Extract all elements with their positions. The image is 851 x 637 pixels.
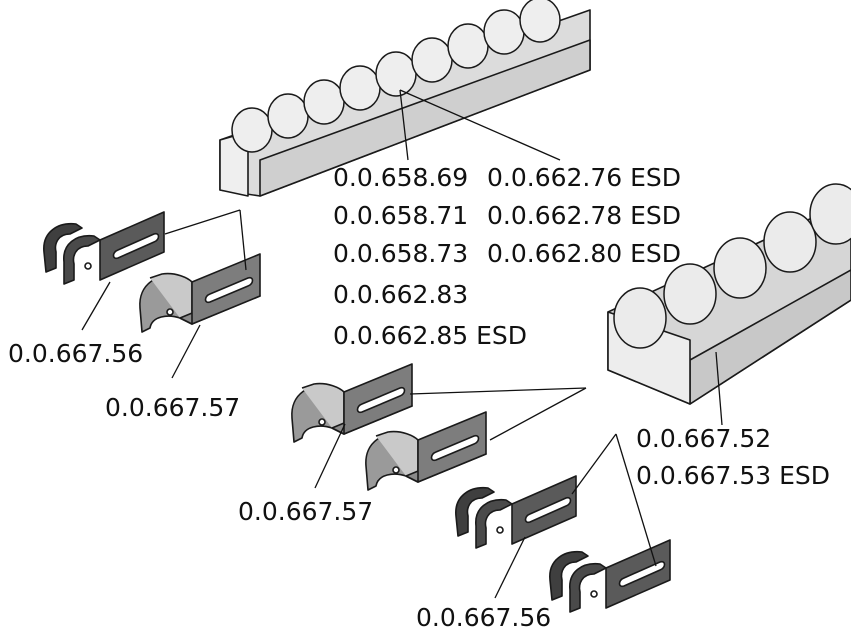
- label-bracket-light-left: 0.0.667.57: [105, 393, 240, 422]
- bracket-light-center-1: [291, 363, 413, 443]
- label-rail-top-esd-2: 0.0.662.78 ESD: [487, 201, 681, 230]
- roller-rail-right: [607, 183, 851, 405]
- label-rail-right-1: 0.0.667.52: [636, 424, 771, 453]
- label-rail-right-2: 0.0.667.53 ESD: [636, 461, 830, 490]
- leader-lines: [81, 89, 723, 599]
- bracket-light-center-2: [365, 411, 487, 491]
- label-rail-top-3: 0.0.658.73: [333, 239, 468, 268]
- label-rail-top-esd-1: 0.0.662.76 ESD: [487, 163, 681, 192]
- label-bracket-light-center: 0.0.667.57: [238, 497, 373, 526]
- labels-rail-top-col1: 0.0.658.69 0.0.658.71 0.0.658.73 0.0.662…: [333, 163, 527, 350]
- label-bracket-dark-bottom: 0.0.667.56: [416, 603, 551, 632]
- labels-rail-top-col2: 0.0.662.76 ESD 0.0.662.78 ESD 0.0.662.80…: [487, 163, 681, 268]
- label-rail-top-1: 0.0.658.69: [333, 163, 468, 192]
- roller-rail-top: [219, 0, 591, 197]
- label-rail-top-4: 0.0.662.83: [333, 280, 468, 309]
- bracket-dark-bottom-1: [455, 475, 577, 549]
- label-rail-top-5: 0.0.662.85 ESD: [333, 321, 527, 350]
- label-rail-top-esd-3: 0.0.662.80 ESD: [487, 239, 681, 268]
- label-rail-top-2: 0.0.658.71: [333, 201, 468, 230]
- bracket-light-left: [139, 253, 261, 333]
- bracket-dark-left: [43, 211, 165, 285]
- label-bracket-dark-left: 0.0.667.56: [8, 339, 143, 368]
